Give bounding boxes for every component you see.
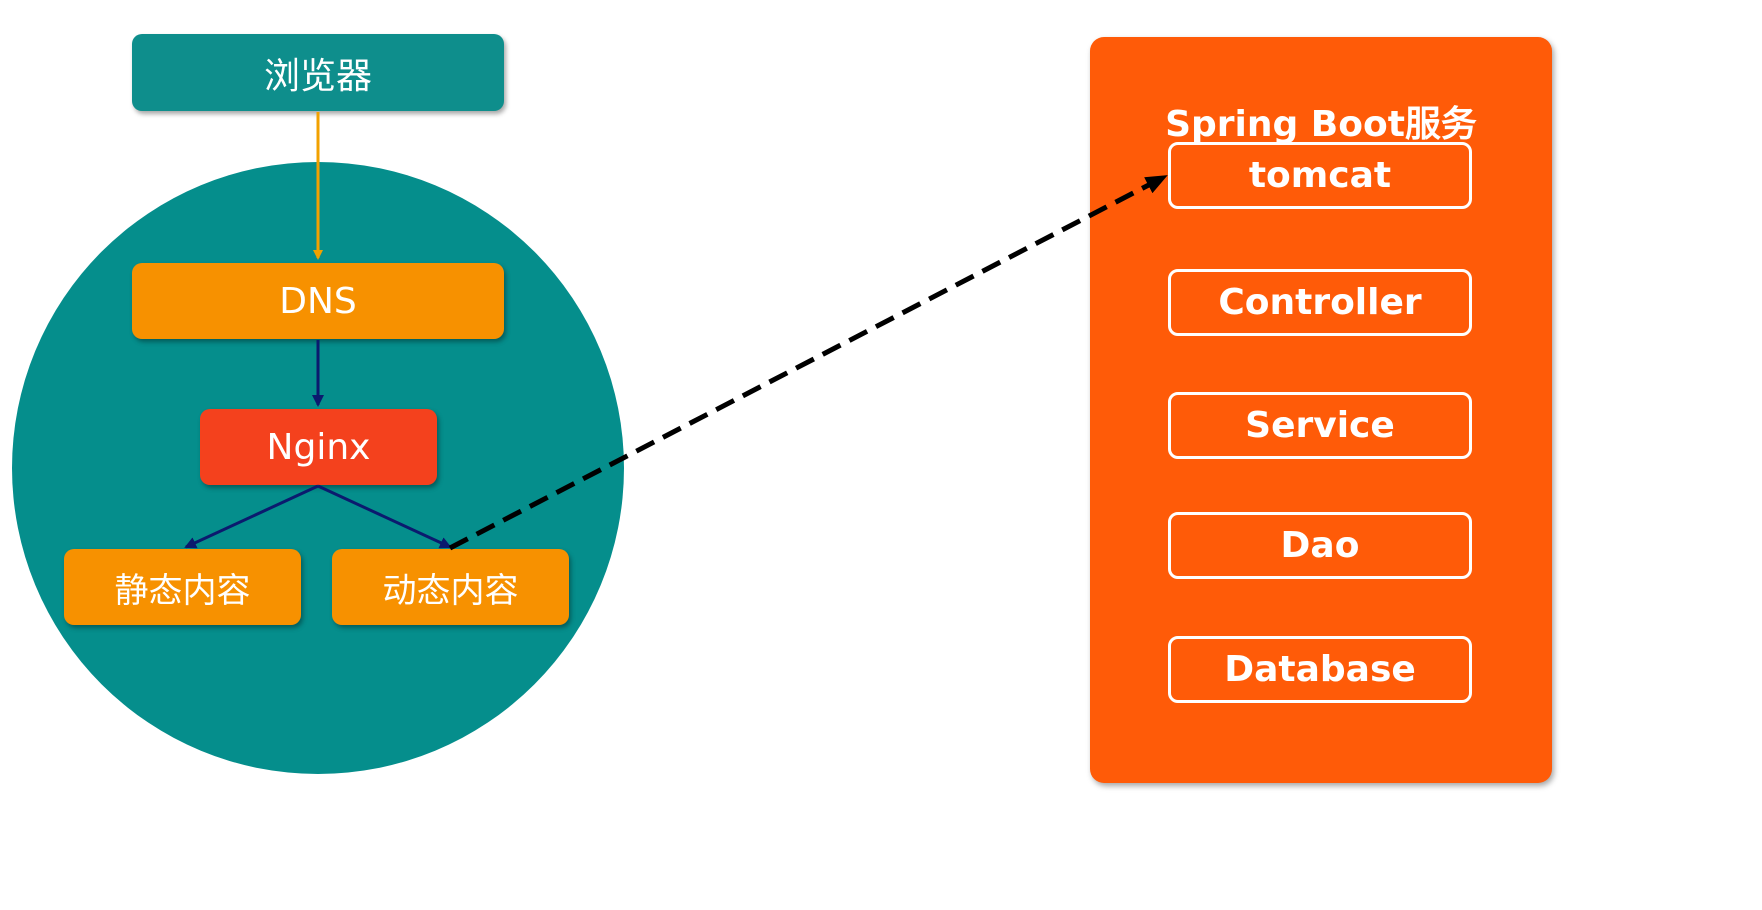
static-content-node: 静态内容 xyxy=(64,549,301,625)
dynamic-content-label: 动态内容 xyxy=(382,570,519,611)
layer-tomcat-label: tomcat xyxy=(1248,155,1392,196)
layer-service-label: Service xyxy=(1245,405,1395,446)
dns-label: DNS xyxy=(279,280,357,322)
spring-boot-title: Spring Boot服务 xyxy=(1165,104,1477,145)
dns-node: DNS xyxy=(132,263,504,339)
dynamic-content-node: 动态内容 xyxy=(332,549,569,625)
nginx-node: Nginx xyxy=(200,409,437,485)
static-content-label: 静态内容 xyxy=(114,570,251,611)
nginx-label: Nginx xyxy=(266,426,371,468)
layer-tomcat: tomcat xyxy=(1168,142,1472,209)
browser-node: 浏览器 xyxy=(132,34,504,111)
layer-dao: Dao xyxy=(1168,512,1472,579)
layer-controller: Controller xyxy=(1168,269,1472,336)
layer-service: Service xyxy=(1168,392,1472,459)
layer-database: Database xyxy=(1168,636,1472,703)
browser-label: 浏览器 xyxy=(263,55,372,97)
layer-dao-label: Dao xyxy=(1280,525,1360,566)
layer-database-label: Database xyxy=(1224,649,1416,690)
layer-controller-label: Controller xyxy=(1218,282,1422,323)
